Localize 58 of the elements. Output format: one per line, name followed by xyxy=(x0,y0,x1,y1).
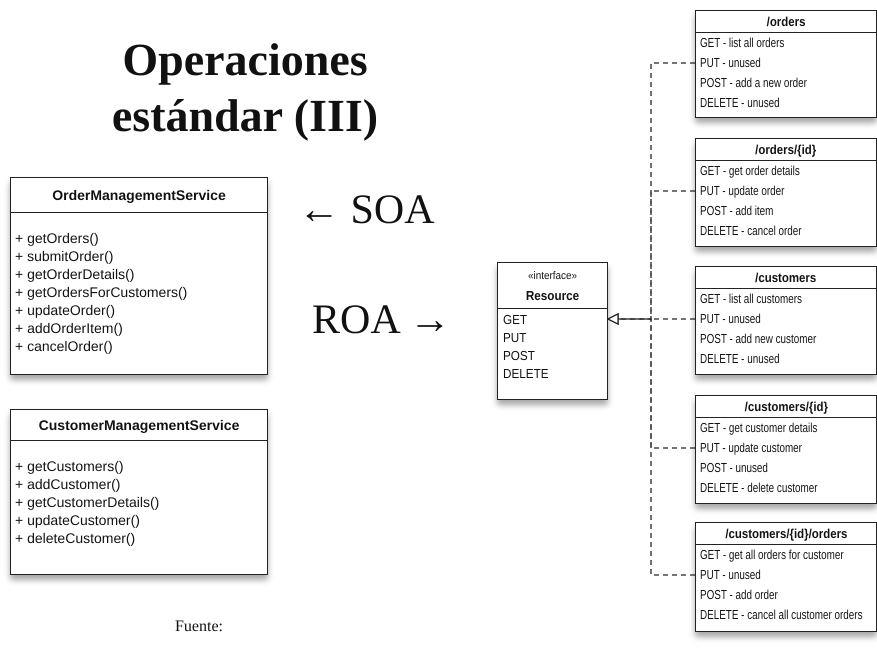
method-name: POST xyxy=(503,347,535,365)
resource-path: /customers xyxy=(696,267,876,289)
resource-path: /customers/{id}/orders xyxy=(696,523,876,545)
resource-box xyxy=(695,138,877,247)
http-method-description: DELETE - unused xyxy=(700,94,780,112)
resource-path: /orders xyxy=(696,11,876,33)
http-method-description: GET - get order details xyxy=(700,162,800,180)
resource-box xyxy=(695,395,877,504)
operation-name: + deleteCustomer() xyxy=(15,529,136,547)
class-name: CustomerManagementService xyxy=(11,410,267,441)
http-method-description: PUT - update customer xyxy=(700,439,802,457)
resource-box xyxy=(695,522,877,632)
http-method-description: PUT - update order xyxy=(700,182,784,200)
http-method-description: PUT - unused xyxy=(700,566,761,584)
roa-label: ROA → xyxy=(312,296,451,344)
resource-box xyxy=(695,266,877,375)
operation-name: + getOrderDetails() xyxy=(15,265,134,283)
http-method-description: DELETE - cancel order xyxy=(700,222,802,240)
http-method-description: PUT - unused xyxy=(700,54,761,72)
operation-name: + submitOrder() xyxy=(15,247,114,265)
http-method-description: POST - unused xyxy=(700,459,768,477)
resource-path: /customers/{id} xyxy=(696,396,876,418)
class-name: OrderManagementService xyxy=(11,178,267,213)
interface-name: Resource xyxy=(524,287,580,305)
http-method-description: POST - add new customer xyxy=(700,330,816,348)
operation-name: + addOrderItem() xyxy=(15,319,123,337)
http-method-description: POST - add item xyxy=(700,202,774,220)
source-note: Fuente: xyxy=(175,618,223,636)
operation-name: + updateCustomer() xyxy=(15,511,140,529)
http-method-description: DELETE - cancel all customer orders xyxy=(700,606,863,624)
slide-title: Operaciones estándar (III) xyxy=(110,33,380,143)
http-method-description: PUT - unused xyxy=(700,310,761,328)
soa-label: ← SOA xyxy=(298,186,435,234)
http-method-description: GET - get customer details xyxy=(700,419,818,437)
http-method-description: POST - add order xyxy=(700,586,778,604)
http-method-description: GET - list all orders xyxy=(700,34,784,52)
http-method-description: GET - get all orders for customer xyxy=(700,546,844,564)
realization-connector xyxy=(607,313,695,576)
class-box xyxy=(10,177,268,375)
operation-name: + cancelOrder() xyxy=(15,337,113,355)
operation-name: + addCustomer() xyxy=(15,475,120,493)
operation-name: + getCustomers() xyxy=(15,457,124,475)
resource-path: /orders/{id} xyxy=(696,139,876,161)
operation-name: + updateOrder() xyxy=(15,301,115,319)
operation-name: + getOrdersForCustomers() xyxy=(15,283,188,301)
http-method-description: POST - add a new order xyxy=(700,74,807,92)
operation-name: + getCustomerDetails() xyxy=(15,493,160,511)
method-name: GET xyxy=(503,311,528,329)
http-method-description: DELETE - delete customer xyxy=(700,479,818,497)
stereotype-label: «interface» xyxy=(527,269,578,284)
http-method-description: DELETE - unused xyxy=(700,350,780,368)
resource-box xyxy=(695,10,877,118)
http-method-description: GET - list all customers xyxy=(700,290,802,308)
method-name: DELETE xyxy=(503,365,549,383)
class-box xyxy=(10,409,268,575)
interface-box xyxy=(497,262,608,400)
operation-name: + getOrders() xyxy=(15,229,99,247)
method-name: PUT xyxy=(503,329,526,347)
